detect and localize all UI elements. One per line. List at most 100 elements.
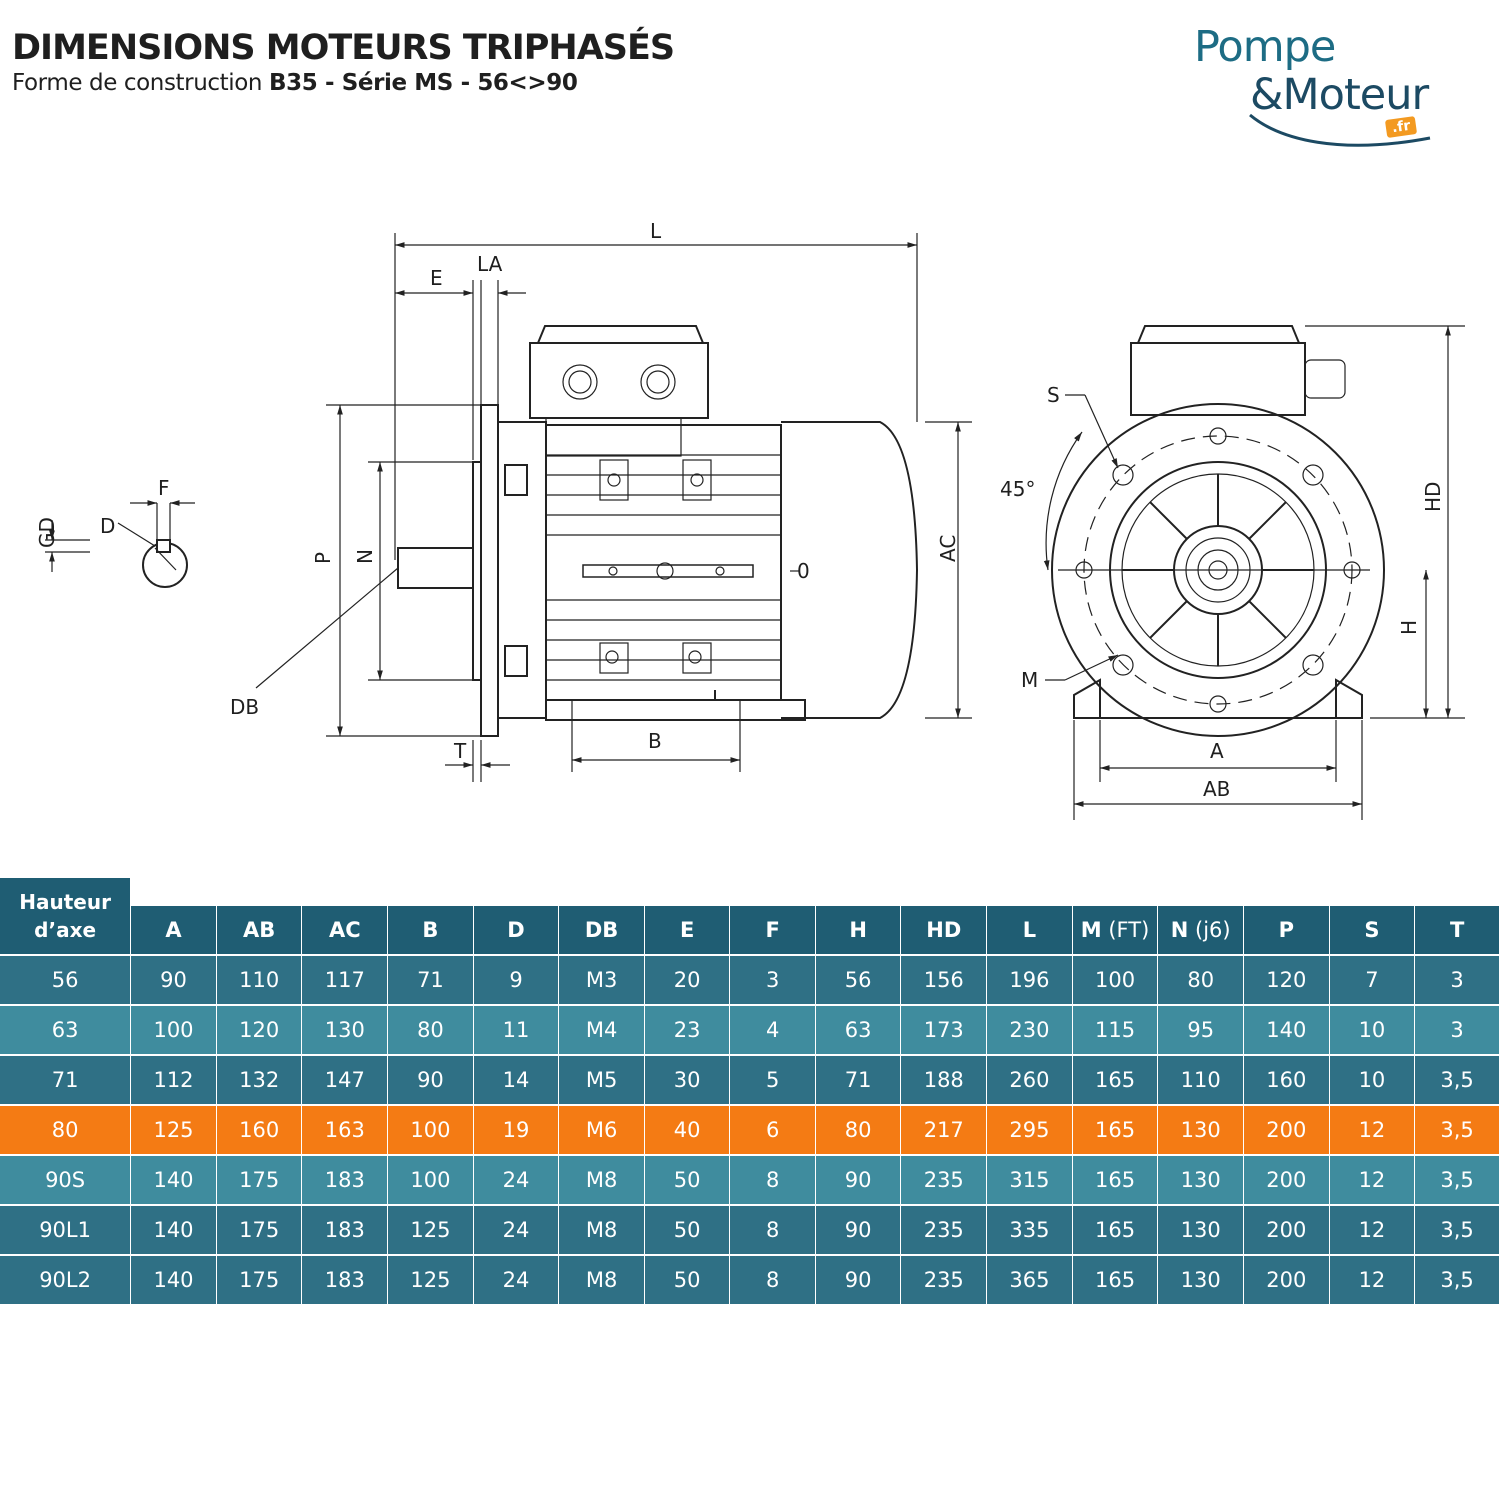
label-AC: AC: [936, 535, 960, 562]
label-GD: GD: [35, 517, 59, 548]
table-cell: M6: [558, 1105, 645, 1156]
table-cell: 115: [1072, 1005, 1159, 1056]
table-cell: 315: [986, 1155, 1073, 1206]
table-cell: 71: [815, 1055, 902, 1106]
table-cell: 10: [1329, 1005, 1416, 1056]
table-cell: 24: [473, 1205, 560, 1256]
table-cell: 50: [644, 1205, 731, 1256]
table-cell: 4: [729, 1005, 816, 1056]
table-cell: 130: [1157, 1255, 1245, 1306]
table-cell: 40: [644, 1105, 731, 1156]
table-cell: 183: [301, 1255, 389, 1306]
column-header-main: S: [1364, 918, 1380, 942]
table-cell: 110: [216, 955, 303, 1006]
table-cell: 90: [130, 955, 217, 1006]
label-S: S: [1047, 383, 1060, 407]
table-cell: 175: [216, 1205, 303, 1256]
row-label-hauteur: 71: [0, 1055, 132, 1106]
table-cell: 50: [644, 1255, 731, 1306]
column-header-main: L: [1022, 918, 1037, 942]
table-cell: 12: [1329, 1255, 1416, 1306]
table-cell: 30: [644, 1055, 731, 1106]
column-header: P: [1243, 906, 1330, 956]
label-P: P: [311, 552, 335, 564]
table-cell: 90: [815, 1255, 902, 1306]
table-cell: 12: [1329, 1155, 1416, 1206]
column-header: L: [986, 906, 1073, 956]
table-cell: 200: [1243, 1205, 1330, 1256]
column-header: H: [815, 906, 902, 956]
page-subtitle: Forme de construction B35 - Série MS - 5…: [12, 70, 578, 96]
technical-drawing: L LA E F D GD P N DB T B AC 0 S 45° M HD…: [35, 219, 1465, 820]
table-cell: 235: [900, 1155, 988, 1206]
table-cell: 6: [729, 1105, 816, 1156]
table-cell: 175: [216, 1255, 303, 1306]
table-cell: 173: [900, 1005, 988, 1056]
label-E: E: [430, 266, 443, 290]
column-header-main: H: [849, 918, 867, 942]
table-cell: 183: [301, 1205, 389, 1256]
table-cell: 63: [815, 1005, 902, 1056]
label-F: F: [158, 476, 170, 500]
column-header-main: T: [1449, 918, 1465, 942]
table-cell: 235: [900, 1205, 988, 1256]
label-HD: HD: [1421, 482, 1445, 512]
table-cell: M4: [558, 1005, 645, 1056]
table-cell: 130: [1157, 1105, 1245, 1156]
column-header: S: [1329, 906, 1416, 956]
table-cell: 120: [216, 1005, 303, 1056]
table-cell: 165: [1072, 1205, 1159, 1256]
table-cell: 140: [130, 1155, 217, 1206]
table-cell: 160: [216, 1105, 303, 1156]
table-cell: 156: [900, 955, 988, 1006]
column-header-sub: (j6): [1188, 918, 1231, 942]
table-cell: 130: [301, 1005, 389, 1056]
row-header-line1: Hauteur: [19, 890, 111, 914]
table-cell: M5: [558, 1055, 645, 1106]
table-cell: 24: [473, 1255, 560, 1306]
table-cell: 3,5: [1414, 1255, 1500, 1306]
table-cell: 188: [900, 1055, 988, 1106]
table-cell: 14: [473, 1055, 560, 1106]
label-L: L: [650, 219, 662, 243]
column-header-main: B: [422, 918, 439, 942]
table-cell: 110: [1157, 1055, 1245, 1106]
label-O: 0: [797, 559, 810, 583]
table-cell: 100: [1072, 955, 1159, 1006]
table-cell: 100: [387, 1155, 474, 1206]
table-cell: 183: [301, 1155, 389, 1206]
label-LA: LA: [477, 252, 503, 276]
table-cell: M8: [558, 1205, 645, 1256]
row-header-hauteur-axe: Hauteur d’axe: [0, 878, 132, 956]
table-cell: 130: [1157, 1205, 1245, 1256]
brand-logo: Pompe &Moteur .fr: [1190, 20, 1450, 160]
table-cell: 3,5: [1414, 1055, 1500, 1106]
table-cell: M8: [558, 1255, 645, 1306]
table-cell: 50: [644, 1155, 731, 1206]
column-header-main: N: [1170, 918, 1189, 942]
table-cell: 112: [130, 1055, 217, 1106]
column-header: D: [473, 906, 560, 956]
column-header-main: HD: [926, 918, 962, 942]
table-cell: 23: [644, 1005, 731, 1056]
table-cell: 147: [301, 1055, 389, 1106]
table-cell: 200: [1243, 1255, 1330, 1306]
side-view-dimensions: [255, 233, 972, 782]
row-label-hauteur: 90L2: [0, 1255, 132, 1306]
table-cell: 217: [900, 1105, 988, 1156]
logo-swoosh-icon: [1249, 113, 1431, 147]
column-header: E: [644, 906, 731, 956]
column-header-main: M: [1080, 918, 1102, 942]
column-header-main: E: [679, 918, 695, 942]
table-cell: 3,5: [1414, 1205, 1500, 1256]
label-AB: AB: [1203, 777, 1230, 801]
table-cell: 165: [1072, 1055, 1159, 1106]
motor-front-view: [1051, 325, 1385, 737]
table-cell: 117: [301, 955, 389, 1006]
table-cell: 120: [1243, 955, 1330, 1006]
table-cell: 100: [130, 1005, 217, 1056]
